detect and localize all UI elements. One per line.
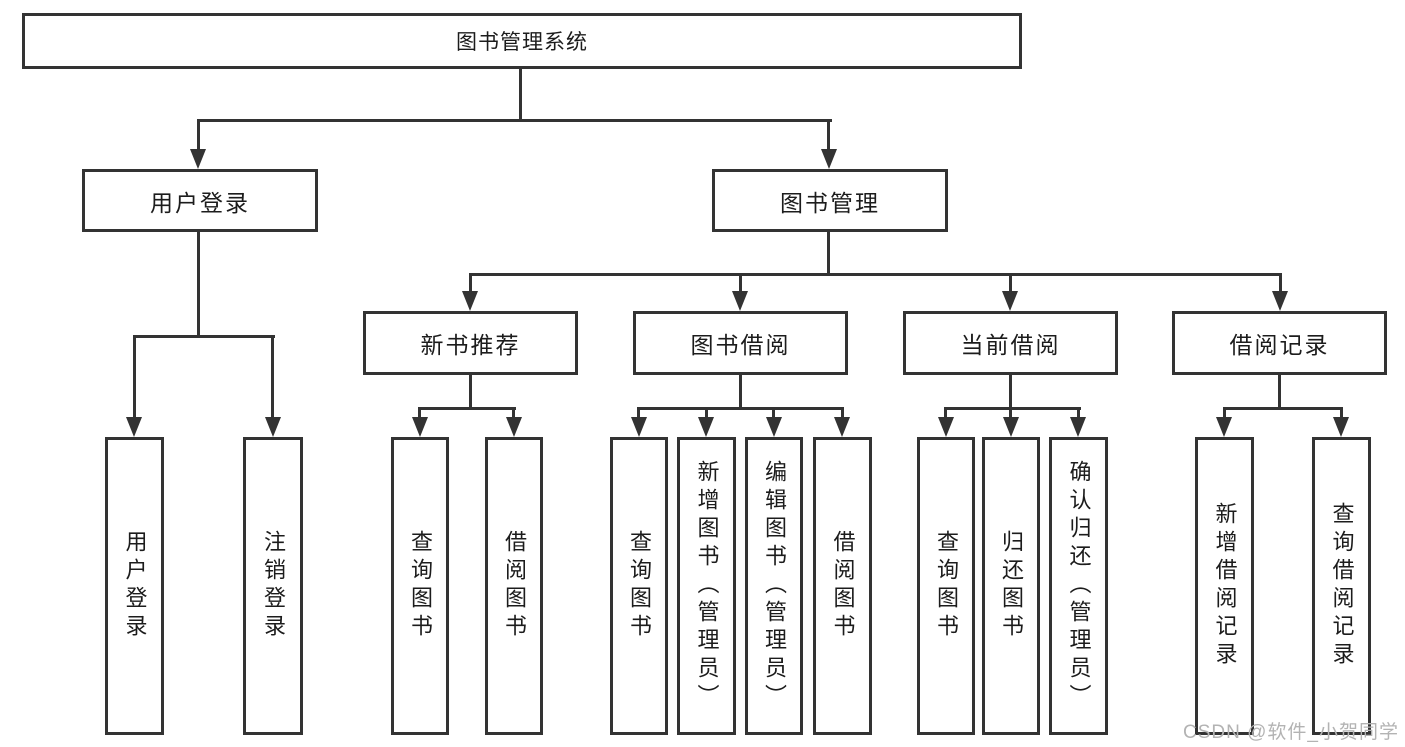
arrow-down-icon <box>698 417 714 437</box>
leaf-query-books-current: 查询图书 <box>917 437 975 735</box>
leaf-label: 新增借阅记录 <box>1212 502 1238 670</box>
connector-line <box>271 335 274 419</box>
connector-line <box>944 407 947 419</box>
connector-line <box>739 375 742 409</box>
leaf-label: 归还图书 <box>999 530 1024 642</box>
leaf-query-books-borrow: 查询图书 <box>610 437 668 735</box>
leaf-borrow-books-recommend: 借阅图书 <box>485 437 543 735</box>
connector-line <box>469 273 472 293</box>
connector-line <box>772 407 775 419</box>
leaf-label: 注销登录 <box>261 530 286 642</box>
leaf-label: 确认归还（管理员） <box>1066 460 1092 712</box>
node-label: 当前借阅 <box>960 332 1061 358</box>
connector-line <box>1278 375 1281 409</box>
arrow-down-icon <box>462 291 478 311</box>
connector-line <box>827 232 830 275</box>
connector-line <box>1077 407 1080 419</box>
arrow-down-icon <box>1070 417 1086 437</box>
connector-line <box>944 407 1081 410</box>
connector-line <box>637 407 844 410</box>
node-label: 新书推荐 <box>420 332 521 358</box>
connector-line <box>705 407 708 419</box>
leaf-label: 编辑图书（管理员） <box>762 460 787 712</box>
connector-line <box>469 375 472 409</box>
connector-line <box>197 232 200 337</box>
connector-line <box>418 407 421 419</box>
arrow-down-icon <box>631 417 647 437</box>
connector-line <box>637 407 640 419</box>
arrow-down-icon <box>1333 417 1349 437</box>
connector-line <box>418 407 516 410</box>
leaf-label: 借阅图书 <box>502 530 527 642</box>
node-book-borrowing: 图书借阅 <box>633 311 848 375</box>
connector-line <box>133 335 275 338</box>
connector-line <box>197 119 200 151</box>
connector-line <box>519 69 522 121</box>
leaf-label: 查询借阅记录 <box>1329 502 1355 670</box>
node-label: 图书借阅 <box>690 332 791 358</box>
connector-line <box>1340 407 1343 419</box>
arrow-down-icon <box>1003 417 1019 437</box>
connector-line <box>512 407 515 419</box>
connector-line <box>1223 407 1343 410</box>
leaf-label: 查询图书 <box>627 530 652 642</box>
leaf-query-books-recommend: 查询图书 <box>391 437 449 735</box>
arrow-down-icon <box>821 149 837 169</box>
leaf-query-borrow-record: 查询借阅记录 <box>1312 437 1371 735</box>
connector-line <box>1279 273 1282 293</box>
node-label: 图书管理系统 <box>456 31 588 54</box>
arrow-down-icon <box>1216 417 1232 437</box>
connector-line <box>739 273 742 293</box>
node-current-borrowing: 当前借阅 <box>903 311 1118 375</box>
leaf-label: 借阅图书 <box>830 530 856 642</box>
connector-line <box>841 407 844 419</box>
leaf-add-books-admin: 新增图书（管理员） <box>677 437 736 735</box>
arrow-down-icon <box>732 291 748 311</box>
arrow-down-icon <box>1002 291 1018 311</box>
arrow-down-icon <box>412 417 428 437</box>
arrow-down-icon <box>506 417 522 437</box>
node-label: 借阅记录 <box>1229 332 1330 358</box>
node-user-login: 用户登录 <box>82 169 318 232</box>
leaf-confirm-return-admin: 确认归还（管理员） <box>1049 437 1108 735</box>
leaf-borrow-books: 借阅图书 <box>813 437 872 735</box>
csdn-watermark: CSDN @软件_小贺同学 <box>1183 722 1399 743</box>
connector-line <box>197 119 832 122</box>
arrow-down-icon <box>1272 291 1288 311</box>
node-borrowing-records: 借阅记录 <box>1172 311 1387 375</box>
connector-line <box>1223 407 1226 419</box>
leaf-logout: 注销登录 <box>243 437 303 735</box>
leaf-label: 查询图书 <box>934 530 959 642</box>
connector-line <box>1009 273 1012 293</box>
node-label: 用户登录 <box>150 189 250 216</box>
node-new-book-recommendation: 新书推荐 <box>363 311 578 375</box>
arrow-down-icon <box>834 417 850 437</box>
connector-line <box>133 335 136 419</box>
connector-line <box>827 119 830 151</box>
node-library-management-system: 图书管理系统 <box>22 13 1022 69</box>
leaf-label: 用户登录 <box>122 530 148 642</box>
connector-line <box>1009 407 1012 419</box>
leaf-label: 新增图书（管理员） <box>694 460 720 712</box>
connector-line <box>1009 375 1012 409</box>
arrow-down-icon <box>190 149 206 169</box>
leaf-edit-books-admin: 编辑图书（管理员） <box>745 437 803 735</box>
leaf-add-borrow-record: 新增借阅记录 <box>1195 437 1254 735</box>
node-book-management: 图书管理 <box>712 169 948 232</box>
arrow-down-icon <box>265 417 281 437</box>
node-label: 图书管理 <box>780 189 880 216</box>
arrow-down-icon <box>126 417 142 437</box>
arrow-down-icon <box>938 417 954 437</box>
arrow-down-icon <box>766 417 782 437</box>
connector-line <box>469 273 1282 276</box>
leaf-return-books: 归还图书 <box>982 437 1040 735</box>
leaf-label: 查询图书 <box>408 530 433 642</box>
leaf-user-login: 用户登录 <box>105 437 164 735</box>
